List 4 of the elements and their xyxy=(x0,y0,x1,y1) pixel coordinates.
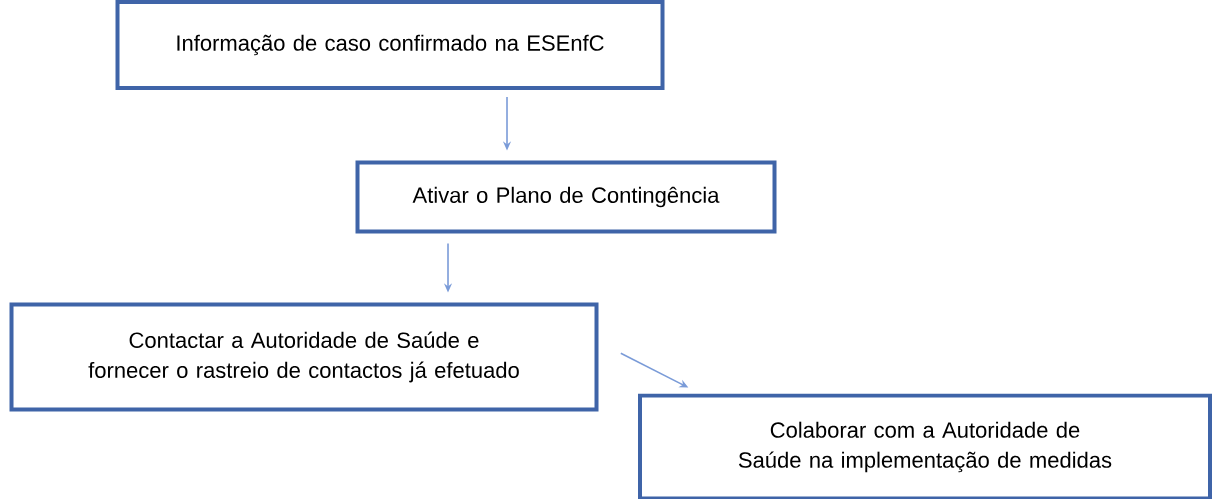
process-box: Contactar a Autoridade de Saúde e fornecer o rastreio de contactos já efetuado xyxy=(9,302,599,412)
process-box: Colaborar com a Autoridade de Saúde na implementação de medidas xyxy=(638,393,1212,499)
process-box: Informação de caso confirmado na ESEnfC xyxy=(115,0,665,90)
process-box: Ativar o Plano de Contingência xyxy=(355,160,777,234)
